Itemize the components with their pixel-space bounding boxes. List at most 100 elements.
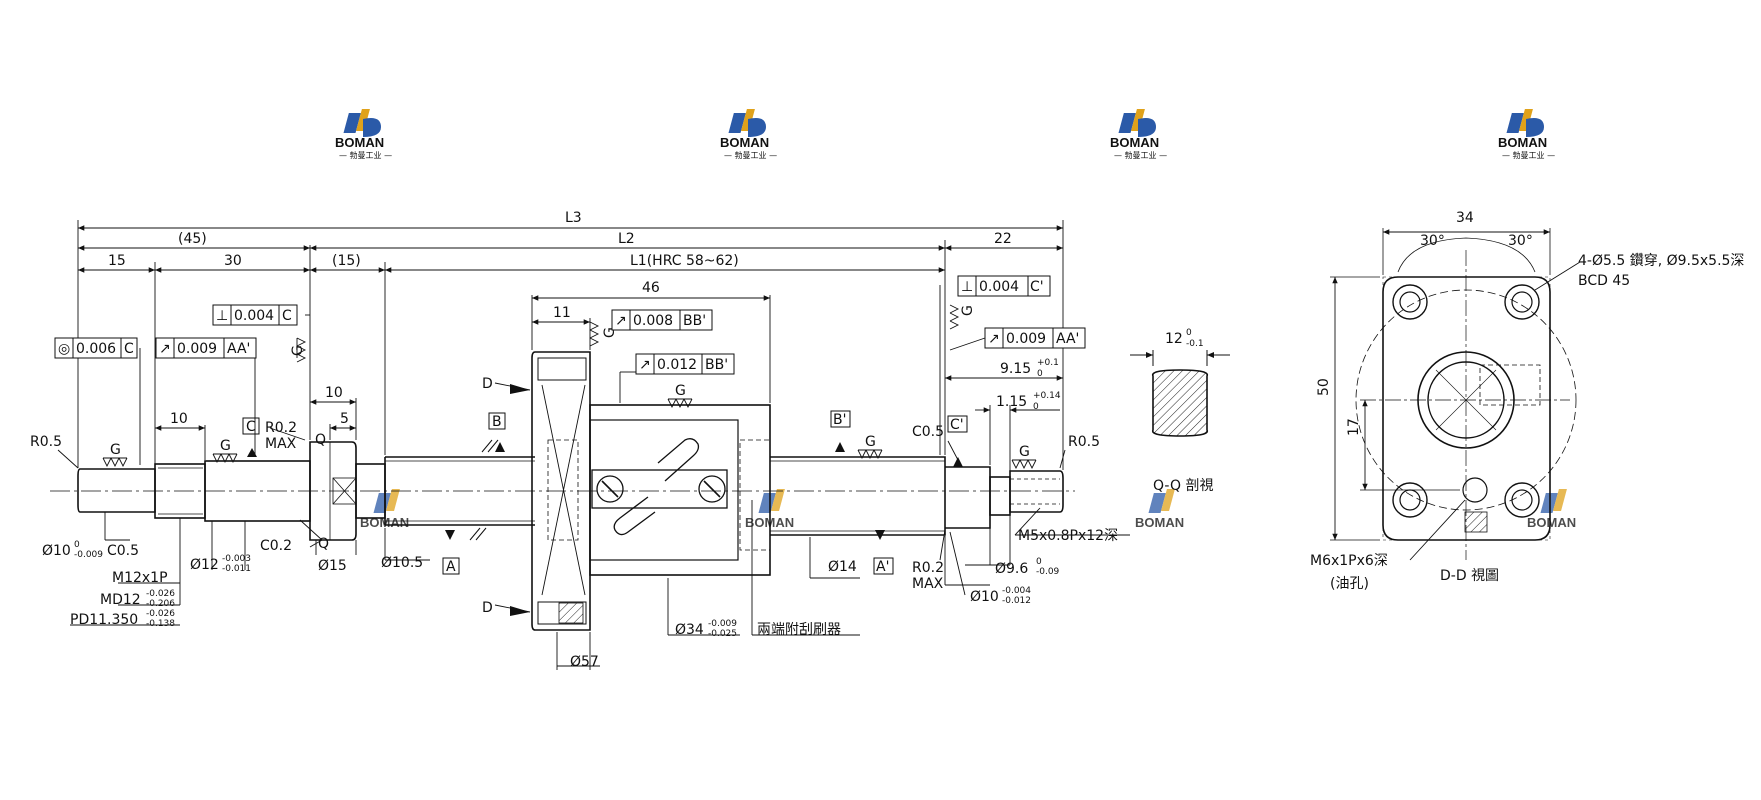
dd-view — [1330, 228, 1581, 561]
dd-width: 34 — [1456, 210, 1474, 226]
datum-labels: B A B' A' C C' — [242, 410, 968, 575]
svg-text:BOMAN: BOMAN — [1135, 515, 1184, 530]
logo-boman: BOMAN — 勃曼工业 — — [1110, 109, 1167, 160]
datum-marks — [247, 442, 963, 540]
label-phi34: Ø34 — [675, 622, 704, 638]
gdt-frames: ◎ 0.006 C ↗ 0.009 AA' ⊥ 0.004 C ↗ — [54, 275, 1086, 375]
surface-finish-labels: G G G G G G G G — [110, 305, 1030, 460]
svg-text:0.004: 0.004 — [979, 279, 1019, 295]
svg-text:C: C — [282, 308, 292, 324]
svg-text:— 勃曼工业 —: — 勃曼工业 — — [1502, 150, 1555, 160]
label-md12: MD12 — [100, 592, 141, 608]
svg-text:-0.012: -0.012 — [1002, 596, 1031, 606]
dim-22: 22 — [994, 231, 1012, 247]
label-m5: M5x0.8Px12深 — [1018, 528, 1118, 544]
dd-17: 17 — [1346, 418, 1362, 436]
dim-46: 46 — [642, 280, 660, 296]
datum-ap: A' — [876, 559, 889, 575]
dd-angle-right: 30° — [1508, 233, 1533, 249]
gdt-perpendicularity-c: ⊥ 0.004 C — [212, 304, 298, 326]
dim-l1: L1(HRC 58~62) — [630, 253, 739, 269]
svg-text:-0.138: -0.138 — [146, 619, 175, 629]
svg-text:+0.14: +0.14 — [1033, 391, 1061, 401]
label-phi15: Ø15 — [318, 558, 347, 574]
dim-10a: 10 — [170, 411, 188, 427]
dd-view-label: D-D 視圖 — [1440, 568, 1499, 584]
svg-text:↗: ↗ — [159, 341, 171, 357]
svg-text:◎: ◎ — [58, 341, 70, 357]
dimension-lines — [57, 220, 1130, 670]
svg-text:-0.026: -0.026 — [146, 609, 175, 619]
svg-text:0: 0 — [1037, 369, 1043, 379]
svg-text:-0.009: -0.009 — [74, 550, 103, 560]
datum-a: A — [446, 559, 456, 575]
section-arrows — [510, 384, 530, 616]
svg-text:-0.025: -0.025 — [708, 629, 737, 639]
label-phi12: Ø12 — [190, 557, 219, 573]
datum-bp: B' — [833, 412, 846, 428]
svg-text:⊥: ⊥ — [961, 279, 973, 295]
svg-text:G: G — [220, 438, 231, 454]
svg-text:0: 0 — [1036, 557, 1042, 567]
label-pd: PD11.350 — [70, 612, 138, 628]
svg-text:AA': AA' — [1056, 331, 1079, 347]
label-c05-right: C0.5 — [912, 424, 944, 440]
qq-section: 12 0 -0.1 Q-Q 剖視 — [1130, 328, 1230, 494]
label-d-top: D — [482, 376, 493, 392]
svg-text:C: C — [124, 341, 134, 357]
svg-text:0.004: 0.004 — [234, 308, 274, 324]
gdt-perpendicularity-c-prime: ⊥ 0.004 C' — [957, 275, 1051, 297]
qq-dim: 12 — [1165, 331, 1183, 347]
label-q2: Q — [318, 536, 329, 552]
label-c02: C0.2 — [260, 538, 292, 554]
svg-text:BB': BB' — [683, 313, 706, 329]
logo-boman: BOMAN — 勃曼工业 — — [720, 109, 777, 160]
dd-view-text: 34 30° 30° 4-Ø5.5 鑽穿, Ø9.5x5.5深 BCD 45 5… — [1310, 210, 1744, 592]
ballnut — [531, 351, 771, 631]
qq-label: Q-Q 剖視 — [1153, 478, 1213, 494]
gdt-runout-bb-body: ↗ 0.012 BB' — [635, 353, 735, 375]
dimension-text: L3 (45) L2 22 15 30 (15) L1(HRC 58~62) 4… — [30, 210, 1118, 670]
logo-watermark: BOMAN — [1527, 489, 1576, 530]
svg-text:-0.003: -0.003 — [222, 554, 251, 564]
svg-text:0.006: 0.006 — [76, 341, 116, 357]
logo-boman: BOMAN — 勃曼工业 — — [335, 109, 392, 160]
dim-11: 11 — [553, 305, 571, 321]
gdt-runout-bb-flange: ↗ 0.008 BB' — [611, 309, 713, 331]
svg-text:G: G — [960, 305, 976, 316]
dd-height: 50 — [1316, 378, 1332, 396]
svg-text:G: G — [865, 434, 876, 450]
svg-text:BB': BB' — [705, 357, 728, 373]
svg-text:G: G — [675, 383, 686, 399]
svg-text:-0.206: -0.206 — [146, 599, 175, 609]
label-c05-left: C0.5 — [107, 543, 139, 559]
surface-finish-marks — [102, 304, 1037, 470]
datum-c: C — [246, 419, 256, 435]
dd-holes-note: 4-Ø5.5 鑽穿, Ø9.5x5.5深 — [1578, 253, 1744, 269]
dd-oil-label: (油孔) — [1330, 576, 1369, 592]
datum-cp: C' — [950, 417, 964, 433]
svg-text:-0.1: -0.1 — [1186, 339, 1204, 349]
shaft-outline — [50, 439, 1075, 541]
svg-text:↗: ↗ — [639, 357, 651, 373]
dd-angle-left: 30° — [1420, 233, 1445, 249]
dim-10b: 10 — [325, 385, 343, 401]
logo-watermark: BOMAN — [1135, 489, 1184, 530]
svg-text:0: 0 — [1033, 402, 1039, 412]
label-r02-left: R0.2 — [265, 420, 297, 436]
svg-text:-0.004: -0.004 — [1002, 586, 1031, 596]
svg-text:— 勃曼工业 —: — 勃曼工业 — — [724, 150, 777, 160]
svg-text:⊥: ⊥ — [216, 308, 228, 324]
svg-text:0.009: 0.009 — [1006, 331, 1046, 347]
svg-text:BOMAN: BOMAN — [1527, 515, 1576, 530]
label-r02-right: R0.2 — [912, 560, 944, 576]
label-915: 9.15 — [1000, 361, 1031, 377]
label-r05-right: R0.5 — [1068, 434, 1100, 450]
svg-text:+0.1: +0.1 — [1037, 358, 1059, 368]
label-wiper: 兩端附刮刷器 — [757, 622, 841, 638]
svg-text:0: 0 — [1186, 328, 1192, 338]
datum-b: B — [492, 414, 502, 430]
svg-text:↗: ↗ — [615, 313, 627, 329]
svg-text:G: G — [1019, 444, 1030, 460]
svg-text:— 勃曼工业 —: — 勃曼工业 — — [1114, 150, 1167, 160]
